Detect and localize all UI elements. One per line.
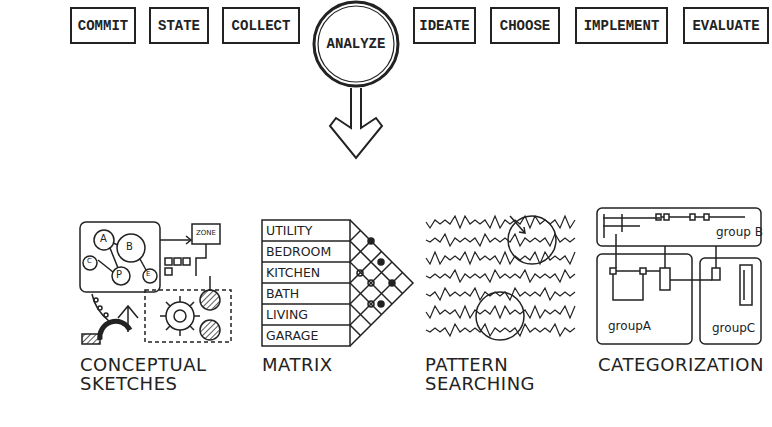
wave-line [426,306,575,318]
caption: MATRIX [262,356,333,375]
step-label: COMMIT [78,18,128,34]
matrix-diag [350,273,403,326]
matrix-row-line [262,303,350,305]
table-cell: GARAGE [266,329,318,342]
sketch-label: P [116,270,122,281]
step-circle: ANALYZE [311,0,401,88]
matrix-row-line [262,324,350,326]
step-label: STATE [158,18,200,34]
table-cell: UTILITY [266,224,312,237]
caption: PATTERN SEARCHING [425,356,575,394]
step-box: IDEATE [413,7,476,44]
wave-line [426,216,575,228]
step-box: IMPLEMENT [575,7,668,44]
step-box: CHOOSE [490,7,560,44]
matrix-diag [350,231,361,242]
concept-sketch [80,222,231,344]
wave-line [426,252,575,264]
pattern-lines [426,216,575,340]
matrix-dot [389,280,395,286]
circle-ring [314,2,398,86]
matrix-dot [368,238,374,244]
matrix-row-line [262,240,350,242]
sketch-label: ZONE [196,230,216,237]
sketch-label: E [146,271,150,278]
table-cell: BATH [266,287,299,300]
wave-line [426,324,575,336]
matrix-dot [357,270,363,276]
matrix-diag [350,262,392,304]
matrix-frame [262,220,350,346]
wave-line [426,270,575,282]
matrix-row-line [262,261,350,263]
step-label: COLLECT [232,18,291,34]
matrix-dot [378,301,384,307]
step-label: EVALUATE [692,18,759,34]
matrix-edge [350,220,413,346]
table-cell: BEDROOM [266,245,331,258]
step-label: IDEATE [419,18,469,34]
wave-line [426,288,575,300]
sketch-label: A [100,234,107,245]
sketch-label: B [126,242,133,253]
table-cell: KITCHEN [266,266,320,279]
wave-line [426,234,575,246]
step-box: COMMIT [70,7,136,44]
sketch-label: group B [716,226,763,239]
step-label: ANALYZE [327,36,386,52]
matrix-diag [350,325,361,336]
matrix-dot [368,301,374,307]
caption: CONCEPTUAL SKETCHES [80,356,230,394]
circle-ring [318,6,394,82]
matrix-diag [350,241,371,262]
step-box: COLLECT [222,7,300,44]
matrix-grid [262,220,413,346]
matrix-dot [368,280,374,286]
step-box: STATE [149,7,209,44]
step-label: IMPLEMENT [584,18,660,34]
step-label: CHOOSE [500,18,550,34]
matrix-diag [350,262,392,304]
caption: CATEGORIZATION [598,356,764,375]
sketch-label: groupC [712,322,755,335]
down-arrow [330,88,382,158]
step-box: EVALUATE [683,7,769,44]
sketch-label: groupA [608,320,651,333]
matrix-dot [378,259,384,265]
table-cell: LIVING [266,308,308,321]
matrix-row-line [262,282,350,284]
matrix-diag [350,241,403,294]
sketch-label: C [87,258,92,265]
